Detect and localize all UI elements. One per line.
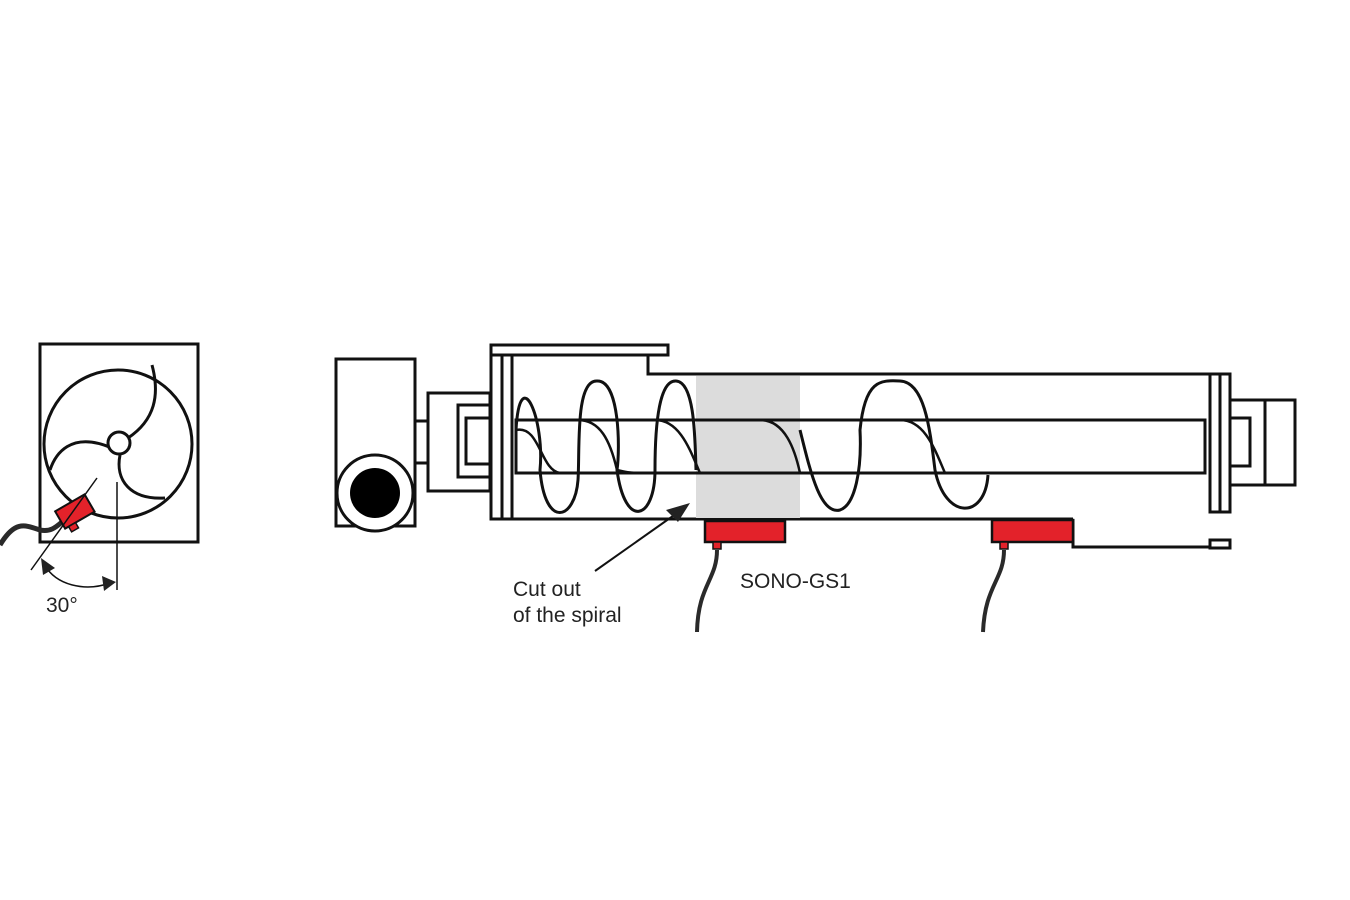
sensor-cable: [0, 520, 64, 547]
angle-label: 30°: [46, 594, 78, 617]
screw-spiral: [514, 379, 990, 514]
arrow-head-icon: [102, 576, 116, 591]
trough: [489, 343, 1297, 550]
sensor-2: [981, 518, 1075, 633]
cutout-pointer-line: [594, 510, 681, 572]
shaft-hub: [106, 430, 132, 456]
spiral-circle: [42, 368, 194, 520]
sensor-cable: [695, 549, 719, 633]
cross-section-view: [0, 342, 200, 591]
sensor-axis-line: [30, 477, 98, 571]
cutout-label-line1: Cut out: [513, 578, 581, 601]
spiral-cutout: [696, 376, 800, 518]
sensor-cable: [981, 549, 1006, 633]
right-bearing: [1228, 398, 1297, 487]
sensor-1: [695, 519, 787, 633]
sensor-label: SONO-GS1: [740, 570, 851, 593]
spiral-blades: [48, 364, 166, 500]
motor: [334, 357, 492, 533]
arrow-head-icon: [41, 558, 55, 575]
sensor-side: [53, 492, 96, 533]
cutout-label-line2: of the spiral: [513, 604, 622, 627]
angle-arc: [44, 564, 111, 588]
arrow-head-icon: [666, 503, 690, 522]
